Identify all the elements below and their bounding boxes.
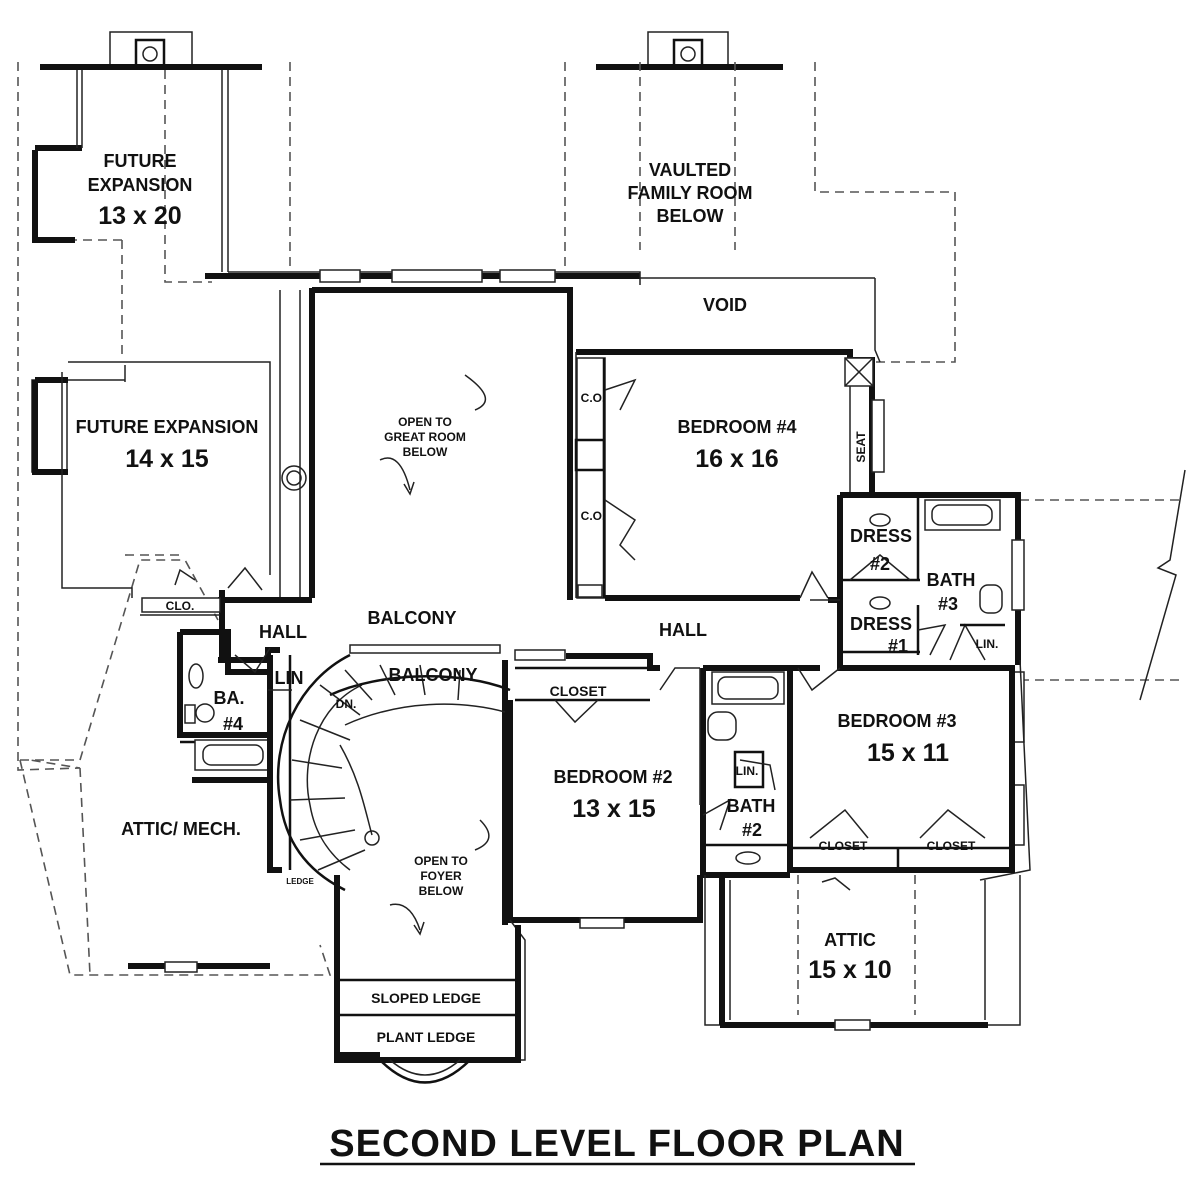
- label-bath-3-2: #3: [938, 594, 958, 614]
- open-below-arrows: [379, 374, 490, 936]
- label-future-expansion-top-2: EXPANSION: [88, 175, 193, 195]
- break-line: [1139, 469, 1186, 701]
- label-bath-4-1: BA.: [214, 688, 245, 708]
- label-closet-b4-2: C.O.: [581, 509, 606, 523]
- label-bedroom-2-dim: 13 x 15: [572, 795, 656, 823]
- label-stair-down: DN.: [336, 697, 357, 711]
- label-open-great-2: GREAT ROOM: [384, 430, 466, 444]
- label-future-expansion-top-1: FUTURE: [104, 151, 177, 171]
- label-future-expansion-mid: FUTURE EXPANSION: [76, 417, 259, 437]
- plan-title-text: SECOND LEVEL FLOOR PLAN: [329, 1123, 904, 1165]
- label-bedroom-4: BEDROOM #4: [677, 417, 796, 437]
- label-vaulted-1: VAULTED: [649, 160, 731, 180]
- chimney-right: [596, 31, 783, 70]
- label-closet-bed-2: CLOSET: [550, 683, 607, 699]
- label-dress-2-1: DRESS: [850, 526, 912, 546]
- label-dress-2-2: #2: [870, 554, 890, 574]
- label-vaulted-2: FAMILY ROOM: [627, 183, 752, 203]
- label-bedroom-2: BEDROOM #2: [553, 767, 672, 787]
- label-open-great-1: OPEN TO: [398, 415, 452, 429]
- label-bedroom-3: BEDROOM #3: [837, 711, 956, 731]
- label-sloped-ledge: SLOPED LEDGE: [371, 990, 481, 1006]
- label-attic: ATTIC: [824, 930, 876, 950]
- label-balcony-lower: BALCONY: [389, 665, 478, 685]
- label-open-foyer-2: FOYER: [420, 869, 462, 883]
- label-bath-2-2: #2: [742, 820, 762, 840]
- label-attic-mech: ATTIC/ MECH.: [121, 819, 241, 839]
- label-future-expansion-top-dim: 13 x 20: [98, 202, 181, 230]
- label-dress-1-2: #1: [888, 636, 908, 656]
- label-linen-bath-2: LIN.: [736, 764, 759, 778]
- label-attic-dim: 15 x 10: [808, 956, 891, 984]
- label-closet-b4-1: C.O.: [581, 391, 606, 405]
- label-bath-4-2: #4: [223, 714, 243, 734]
- label-bath-3-1: BATH: [927, 570, 976, 590]
- label-vaulted-3: BELOW: [657, 206, 724, 226]
- label-bath-2-1: BATH: [727, 796, 776, 816]
- label-open-foyer-3: BELOW: [419, 884, 464, 898]
- curved-staircase: [276, 653, 511, 892]
- label-closet-b3-1: CLOSET: [819, 839, 868, 853]
- label-dress-1-1: DRESS: [850, 614, 912, 634]
- label-seat: SEAT: [854, 431, 868, 463]
- room-labels: FUTURE EXPANSION 13 x 20 VAULTED FAMILY …: [76, 151, 999, 1045]
- label-closet-left: CLO.: [166, 599, 195, 613]
- label-open-great-3: BELOW: [403, 445, 448, 459]
- label-balcony-top: BALCONY: [368, 608, 457, 628]
- label-ledge: LEDGE: [286, 877, 314, 886]
- label-linen-left: LIN: [275, 668, 304, 688]
- label-hall-right: HALL: [659, 620, 707, 640]
- label-linen-bath-3: LIN.: [976, 637, 999, 651]
- label-open-foyer-1: OPEN TO: [414, 854, 468, 868]
- plan-title: SECOND LEVEL FLOOR PLAN: [320, 1123, 915, 1166]
- label-hall-left: HALL: [259, 622, 307, 642]
- label-bedroom-4-dim: 16 x 16: [695, 445, 778, 473]
- label-void: VOID: [703, 295, 747, 315]
- main-walls: [128, 269, 1031, 1084]
- dashed-outlines: [17, 62, 1185, 1015]
- label-future-expansion-mid-dim: 14 x 15: [125, 445, 209, 473]
- label-bedroom-3-dim: 15 x 11: [867, 739, 949, 767]
- label-plant-ledge: PLANT LEDGE: [377, 1029, 476, 1045]
- label-closet-b3-2: CLOSET: [927, 839, 976, 853]
- future-expansion-rooms: [31, 70, 271, 598]
- chimney-left: [40, 31, 262, 70]
